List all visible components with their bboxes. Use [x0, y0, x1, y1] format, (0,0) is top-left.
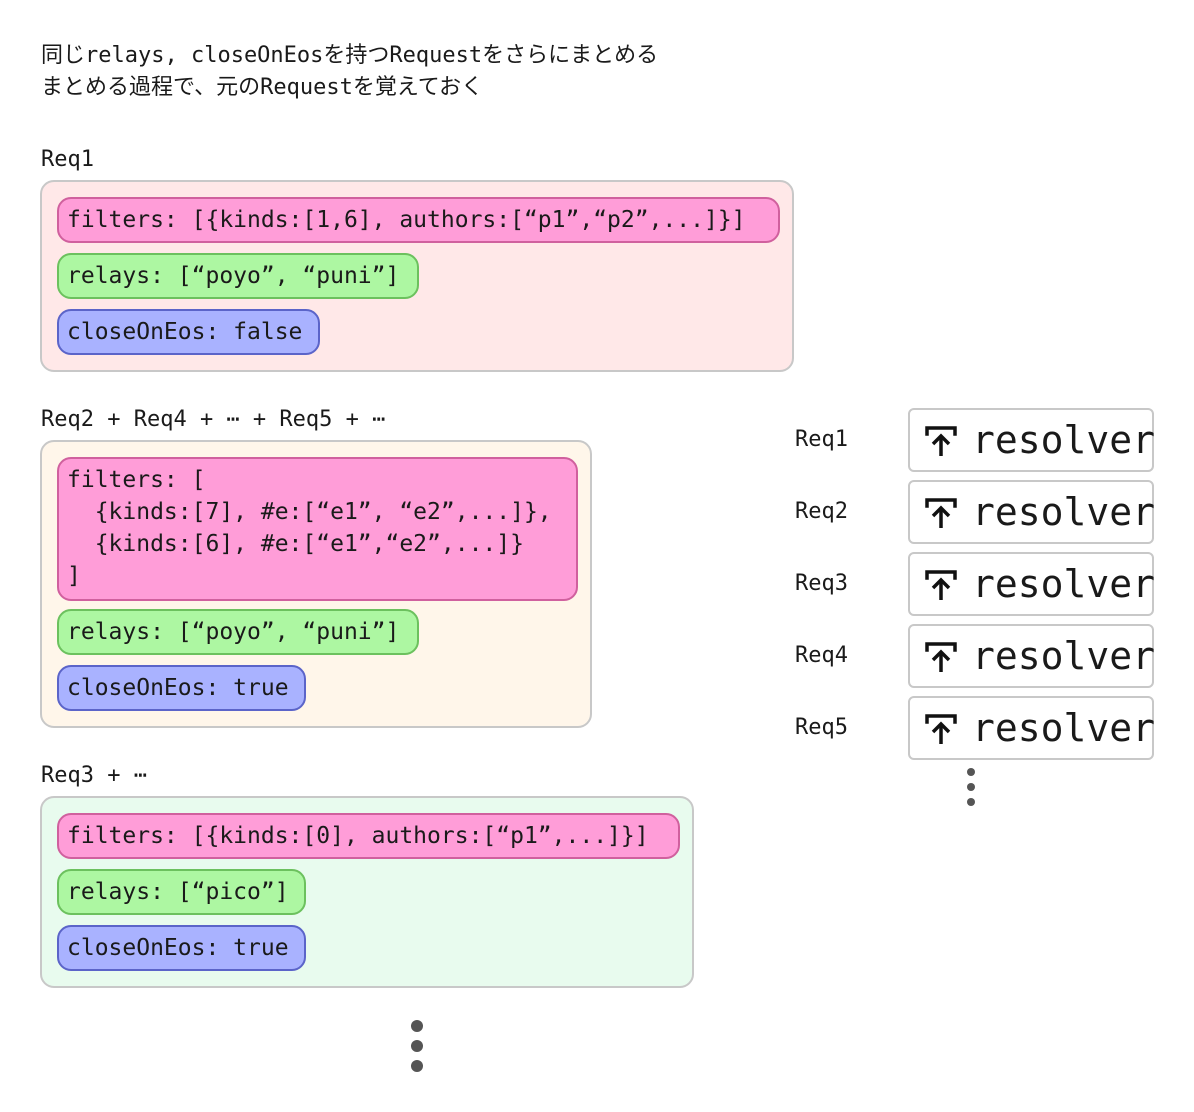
intro-line-1: 同じrelays, closeOnEosを持つRequestをさらにまとめる: [41, 43, 659, 68]
group-3-box: filters: [{kinds:[0], authors:[“p1”,...]…: [40, 796, 694, 988]
resolver-req5: resolver: [908, 696, 1156, 760]
group-1-relays: relays: [“poyo”, “puni”]: [57, 253, 419, 299]
group-2-filters: filters: [ {kinds:[7], #e:[“e1”, “e2”,..…: [57, 457, 578, 601]
group-2-relays: relays: [“poyo”, “puni”]: [57, 609, 419, 655]
resolver-label-req5: Req5: [795, 715, 848, 740]
resolver-req1: resolver: [908, 408, 1156, 472]
intro-line-2: まとめる過程で、元のRequestを覚えておく: [41, 75, 484, 100]
upload-arrow-icon: [925, 642, 957, 672]
resolver-text: resolver: [972, 706, 1156, 750]
resolver-label-req2: Req2: [795, 499, 848, 524]
group-1-label: Req1: [41, 147, 94, 172]
resolver-req3: resolver: [908, 552, 1156, 616]
group-1-close-on-eos: closeOnEos: false: [57, 309, 320, 355]
upload-arrow-icon: [925, 570, 957, 600]
upload-arrow-icon: [925, 426, 957, 456]
group-3-close-on-eos: closeOnEos: true: [57, 925, 306, 971]
resolver-label-req3: Req3: [795, 571, 848, 596]
group-2-box: filters: [ {kinds:[7], #e:[“e1”, “e2”,..…: [40, 440, 592, 728]
more-resolvers-ellipsis-icon: [967, 768, 975, 806]
group-1-filters: filters: [{kinds:[1,6], authors:[“p1”,“p…: [57, 197, 780, 243]
resolver-text: resolver: [972, 562, 1156, 606]
resolver-label-req1: Req1: [795, 427, 848, 452]
resolver-req2: resolver: [908, 480, 1156, 544]
upload-arrow-icon: [925, 714, 957, 744]
group-3-filters: filters: [{kinds:[0], authors:[“p1”,...]…: [57, 813, 680, 859]
group-2-label: Req2 + Req4 + ⋯ + Req5 + ⋯: [41, 407, 386, 432]
group-3-label: Req3 + ⋯: [41, 763, 147, 788]
resolver-text: resolver: [972, 418, 1156, 462]
group-3-relays: relays: [“pico”]: [57, 869, 306, 915]
more-groups-ellipsis-icon: [411, 1020, 423, 1072]
upload-arrow-icon: [925, 498, 957, 528]
resolver-req4: resolver: [908, 624, 1156, 688]
resolver-text: resolver: [972, 490, 1156, 534]
group-2-close-on-eos: closeOnEos: true: [57, 665, 306, 711]
group-1-box: filters: [{kinds:[1,6], authors:[“p1”,“p…: [40, 180, 794, 372]
resolver-text: resolver: [972, 634, 1156, 678]
intro-text: 同じrelays, closeOnEosを持つRequestをさらにまとめるまと…: [41, 40, 658, 104]
resolver-label-req4: Req4: [795, 643, 848, 668]
